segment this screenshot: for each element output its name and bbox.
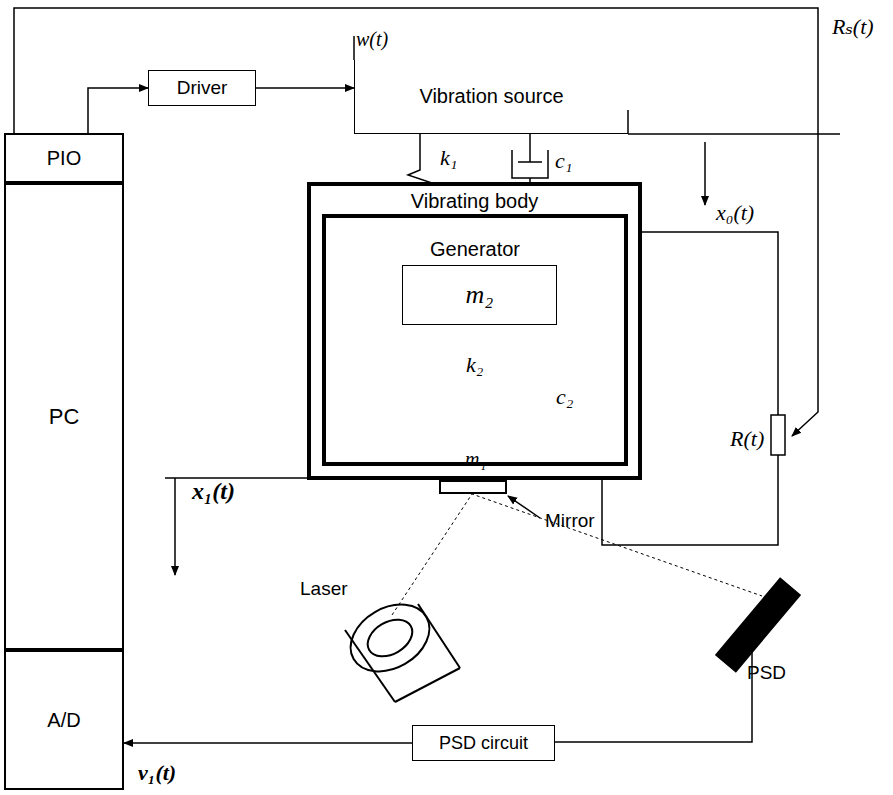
signal-label: w(t) bbox=[356, 28, 388, 51]
damper-c1 bbox=[512, 134, 548, 182]
node-text: PIO bbox=[47, 147, 81, 170]
signal-label: c₁ bbox=[555, 148, 572, 174]
mirror bbox=[440, 481, 506, 493]
node-text: PC bbox=[49, 404, 80, 430]
node-box: Generator m₂ bbox=[322, 214, 628, 466]
node-text: Vibration source bbox=[419, 85, 563, 108]
part-label: PSD bbox=[747, 662, 786, 684]
node-text: Generator bbox=[430, 238, 520, 261]
node-text: Vibrating body bbox=[411, 190, 539, 213]
signal-label: k₂ bbox=[466, 352, 483, 378]
signal-arrow bbox=[256, 87, 354, 89]
node-box: PC bbox=[4, 183, 124, 650]
signal-label: x₁(t) bbox=[192, 478, 235, 505]
signal-arrow bbox=[124, 742, 412, 744]
psd-sensor bbox=[716, 578, 800, 671]
signal-label: k₁ bbox=[440, 145, 457, 171]
signal-label: Rₛ(t) bbox=[832, 14, 874, 40]
node-box: A/D bbox=[4, 650, 124, 790]
signal-label: R(t) bbox=[730, 426, 764, 452]
signal-label: v₁(t) bbox=[138, 760, 176, 786]
signal-label: c₂ bbox=[556, 384, 573, 410]
signal-label: m₁ bbox=[465, 448, 486, 471]
signal-label: x₀(t) bbox=[716, 200, 754, 226]
node-text: Driver bbox=[177, 77, 228, 99]
node-box: PSD circuit bbox=[412, 725, 555, 761]
node-text: m₂ bbox=[466, 280, 494, 310]
part-label: Mirror bbox=[545, 510, 595, 532]
signal-arrow bbox=[88, 88, 148, 133]
node-text: A/D bbox=[47, 709, 80, 732]
node-text: PSD circuit bbox=[439, 733, 528, 754]
laser bbox=[339, 591, 460, 702]
node-box: Vibration source bbox=[354, 60, 628, 134]
node-box: Vibrating bodyGenerator m₂ bbox=[307, 182, 642, 480]
part-label: Laser bbox=[300, 578, 348, 600]
resistor-symbol bbox=[771, 415, 785, 455]
node-box: m₂ bbox=[402, 265, 557, 325]
node-box: PIO bbox=[4, 133, 124, 183]
node-box: Driver bbox=[148, 70, 256, 106]
